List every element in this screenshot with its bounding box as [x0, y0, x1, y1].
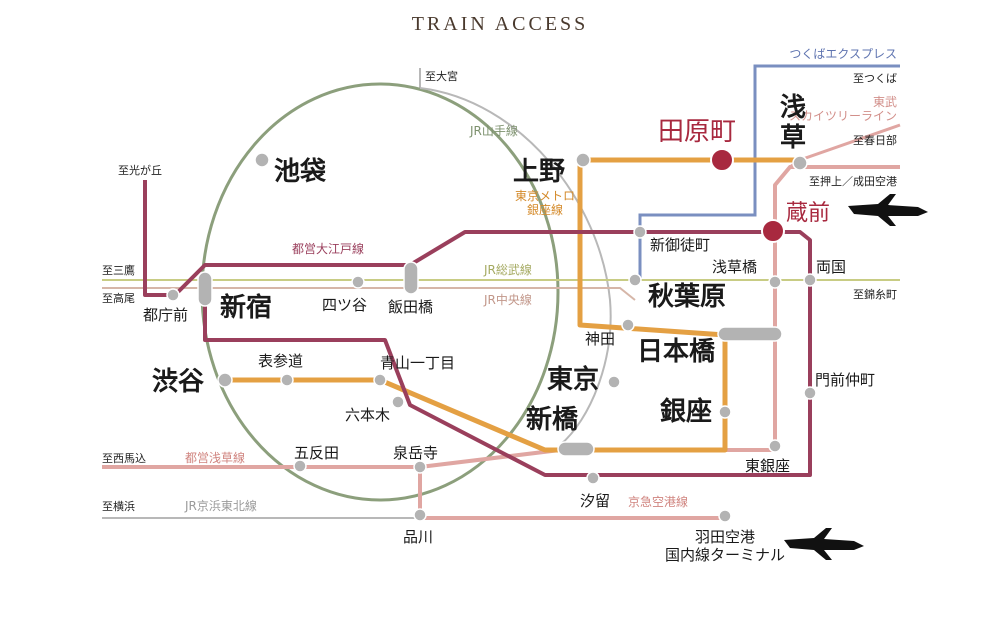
station-label-shiodome: 汐留 — [580, 492, 610, 510]
station-shiodome-dot — [586, 471, 600, 485]
station-label-ginza: 銀座 — [660, 396, 712, 427]
station-label-tawaramachi: 田原町 — [658, 117, 736, 147]
station-label-higashi-ginza: 東銀座 — [745, 457, 790, 475]
station-label-nihombashi: 日本橋 — [637, 337, 716, 367]
chuo-line — [102, 287, 636, 301]
line-label-keihin: JR京浜東北線 — [184, 498, 257, 513]
station-label-shin-okachimachi: 新御徒町 — [650, 236, 710, 254]
station-asakusa-dot — [792, 155, 808, 171]
station-label-ikebukuro: 池袋 — [274, 157, 327, 187]
station-shinjuku-bar — [197, 271, 213, 307]
direction-takao: 至高尾 — [102, 291, 135, 305]
station-label-omotesando: 表参道 — [258, 352, 303, 370]
line-label-yamanote: JR山手線 — [469, 123, 518, 138]
station-ueno-dot — [575, 152, 591, 168]
station-label-aoyama-itchome: 青山一丁目 — [380, 354, 455, 372]
station-ginza-dot — [718, 405, 732, 419]
station-label-gotanda: 五反田 — [294, 444, 339, 462]
direction-hikarigaoka: 至光が丘 — [118, 163, 162, 177]
line-label-keikyu: 京急空港線 — [628, 494, 688, 509]
station-shibuya-dot — [217, 372, 233, 388]
station-label-ryogoku: 両国 — [816, 258, 846, 276]
station-shin-okachimachi-dot — [633, 225, 647, 239]
station-label-tokyo: 東京 — [547, 364, 599, 395]
oedo-line — [143, 180, 812, 477]
direction-nishimagome: 至西馬込 — [102, 452, 146, 465]
station-label-kuramae: 蔵前 — [786, 201, 830, 226]
station-label-tochomae: 都庁前 — [143, 306, 188, 324]
station-yotsuya-dot — [351, 275, 365, 289]
station-higashi-ginza-dot — [768, 439, 782, 453]
station-shimbashi-bar — [557, 441, 595, 457]
station-label-kanda: 神田 — [585, 330, 615, 348]
station-kanda-dot — [621, 318, 635, 332]
station-asakusabashi-dot — [768, 275, 782, 289]
yamanote-line — [200, 82, 560, 502]
station-label-yotsuya: 四ツ谷 — [322, 296, 367, 314]
station-monzen-nakacho-dot — [803, 386, 817, 400]
station-label-haneda: 羽田空港国内線ターミナル — [665, 528, 785, 564]
line-label-ginza: 東京メトロ銀座線 — [515, 189, 575, 217]
station-label-shimbashi: 新橋 — [526, 404, 579, 435]
station-tawaramachi-dot — [710, 148, 734, 172]
station-omotesando-dot — [280, 373, 294, 387]
station-label-shinagawa: 品川 — [403, 528, 433, 546]
station-shinagawa-dot — [413, 508, 427, 522]
station-sengakuji-dot — [413, 460, 427, 474]
station-kuramae-dot — [761, 219, 785, 243]
line-label-asakusa: 都営浅草線 — [185, 450, 245, 465]
airplane-icon — [784, 528, 864, 560]
station-ryogoku-dot — [803, 273, 817, 287]
station-iidabashi-bar — [403, 261, 419, 295]
station-label-asakusabashi: 浅草橋 — [712, 258, 757, 276]
station-aoyama-dot — [373, 373, 387, 387]
station-label-shinjuku: 新宿 — [220, 292, 272, 323]
station-gotanda-dot — [293, 459, 307, 473]
direction-kasukabe: 至春日部 — [853, 133, 897, 147]
line-label-tx: つくばエクスプレス — [789, 47, 897, 61]
line-label-chuo: JR中央線 — [483, 292, 532, 307]
direction-oshiage: 至押上／成田空港 — [809, 174, 897, 188]
station-label-shibuya: 渋谷 — [152, 367, 205, 397]
line-label-tobu: 東武スカイツリーライン — [789, 95, 897, 123]
station-label-akihabara: 秋葉原 — [648, 282, 726, 312]
direction-yokohama: 至横浜 — [102, 499, 135, 513]
station-label-roppongi: 六本木 — [345, 406, 390, 424]
station-label-monzen-nakacho: 門前仲町 — [815, 371, 875, 389]
station-nihombashi-bar — [717, 326, 783, 342]
direction-kinshicho: 至錦糸町 — [853, 287, 897, 301]
station-tokyo-dot — [607, 375, 621, 389]
direction-tsukuba: 至つくば — [853, 72, 897, 85]
station-label-sengakuji: 泉岳寺 — [393, 444, 438, 462]
station-label-ueno: 上野 — [513, 157, 565, 187]
station-haneda-dot — [718, 509, 732, 523]
page-title: TRAIN ACCESS — [412, 13, 589, 35]
station-roppongi-dot — [391, 395, 405, 409]
station-ikebukuro-dot — [254, 152, 270, 168]
keihin-along-yamanote — [419, 87, 612, 446]
ginza-line — [225, 157, 800, 453]
line-label-oedo: 都営大江戸線 — [292, 241, 364, 256]
direction-mitaka: 至三鷹 — [102, 263, 135, 277]
direction-omiya: 至大宮 — [425, 69, 458, 83]
airplane-icon — [848, 194, 928, 226]
station-akihabara-dot — [628, 273, 642, 287]
station-label-iidabashi: 飯田橋 — [388, 298, 433, 316]
station-tochomae-dot — [166, 288, 180, 302]
line-label-sobu: JR総武線 — [483, 262, 532, 277]
station-label-asakusa: 浅草 — [780, 93, 806, 153]
